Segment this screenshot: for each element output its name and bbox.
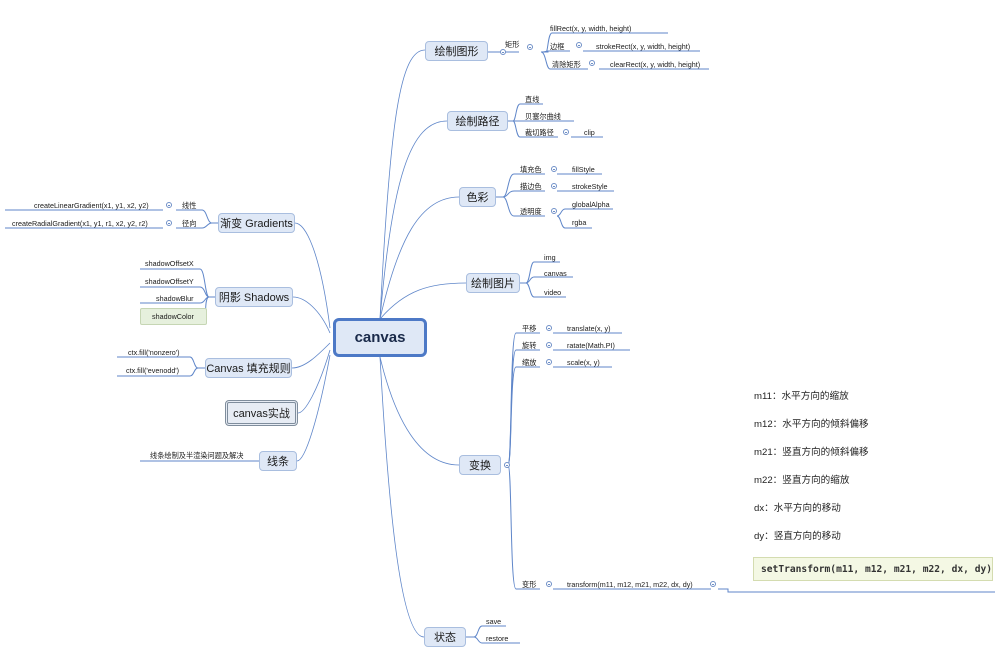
note-m12: m12：水平方向的倾斜偏移 <box>754 419 869 430</box>
node-clearrect: clearRect(x, y, width, height) <box>610 60 701 69</box>
collapse-icon[interactable] <box>589 60 595 66</box>
root-node-canvas[interactable]: canvas <box>333 318 427 357</box>
node-linear-gradient: createLinearGradient(x1, y1, x2, y2) <box>34 201 149 210</box>
collapse-icon[interactable] <box>563 129 569 135</box>
node-stroke-label: 描边色 <box>520 182 542 191</box>
collapse-icon[interactable] <box>576 42 582 48</box>
collapse-icon[interactable] <box>551 183 557 189</box>
node-shadow-blur: shadowBlur <box>156 294 194 303</box>
collapse-icon[interactable] <box>500 49 506 55</box>
node-rotate: ratate(Math.PI) <box>567 341 615 350</box>
branch-practice[interactable]: canvas实战 <box>225 400 298 426</box>
node-bezier: 贝塞尔曲线 <box>525 112 561 121</box>
trunk-curves <box>291 49 467 638</box>
node-restore: restore <box>486 634 509 643</box>
node-translate: translate(x, y) <box>567 324 611 333</box>
node-canvas: canvas <box>544 269 567 278</box>
collapse-icon[interactable] <box>546 342 552 348</box>
node-border: 边框 <box>550 42 565 51</box>
node-shadow-color-box <box>140 308 207 325</box>
node-save: save <box>486 617 502 626</box>
node-shadow-color: shadowColor <box>152 312 194 321</box>
note-m22: m22：竖直方向的缩放 <box>754 475 850 486</box>
shapes-links <box>488 32 709 70</box>
state-links <box>466 625 520 644</box>
note-m11: m11：水平方向的缩放 <box>754 391 849 402</box>
collapse-icon[interactable] <box>551 208 557 214</box>
rule-links <box>117 356 205 377</box>
collapse-icon[interactable] <box>546 325 552 331</box>
node-globalalpha: globalAlpha <box>572 200 610 209</box>
node-strokerect: strokeRect(x, y, width, height) <box>596 42 691 51</box>
node-shadow-y: shadowOffsetY <box>145 277 194 286</box>
collapse-icon[interactable] <box>551 166 557 172</box>
node-nonzero: ctx.fill('nonzero') <box>128 348 180 357</box>
branch-state[interactable]: 状态 <box>424 627 466 647</box>
transform-links <box>507 332 995 593</box>
collapse-icon[interactable] <box>546 581 552 587</box>
branch-draw-paths[interactable]: 绘制路径 <box>447 111 508 131</box>
shadow-links <box>140 268 215 317</box>
branch-transform[interactable]: 变换 <box>459 455 501 475</box>
node-scale-label: 缩放 <box>522 358 537 367</box>
node-scale: scale(x, y) <box>567 358 600 367</box>
collapse-icon[interactable] <box>546 359 552 365</box>
node-radial-gradient: createRadialGradient(x1, y1, r1, x2, y2,… <box>12 219 148 228</box>
node-fillstyle: fillStyle <box>572 165 595 174</box>
node-fill-label: 填充色 <box>520 165 542 174</box>
branch-lines[interactable]: 线条 <box>259 451 297 471</box>
node-line-desc: 线条绘制及半渲染问题及解决 <box>150 451 244 460</box>
code-settransform: setTransform(m11, m12, m21, m22, dx, dy) <box>753 557 993 581</box>
node-img: img <box>544 253 556 262</box>
image-links <box>520 261 573 298</box>
node-translate-label: 平移 <box>522 324 537 333</box>
node-rotate-label: 旋转 <box>522 341 537 350</box>
node-clip-label: 裁切路径 <box>525 128 554 137</box>
node-matrix-label: 变形 <box>522 580 537 589</box>
node-clear-label: 清除矩形 <box>552 60 581 69</box>
node-shadow-x: shadowOffsetX <box>145 259 194 268</box>
note-dy: dy：竖直方向的移动 <box>754 531 841 542</box>
color-links <box>496 173 614 229</box>
collapse-icon[interactable] <box>504 462 510 468</box>
gradient-links <box>5 209 218 229</box>
node-line: 直线 <box>525 95 540 104</box>
node-fillrect: fillRect(x, y, width, height) <box>550 24 632 33</box>
node-evenodd: ctx.fill('evenodd') <box>126 366 180 375</box>
node-matrix: transform(m11, m12, m21, m22, dx, dy) <box>567 580 693 589</box>
collapse-icon[interactable] <box>527 44 533 50</box>
node-clip: clip <box>584 128 595 137</box>
note-dx: dx：水平方向的移动 <box>754 503 841 514</box>
branch-draw-shapes[interactable]: 绘制图形 <box>425 41 488 61</box>
node-alpha-label: 透明度 <box>520 207 542 216</box>
node-video: video <box>544 288 562 297</box>
paths-links <box>508 103 603 138</box>
node-strokestyle: strokeStyle <box>572 182 608 191</box>
branch-draw-images[interactable]: 绘制图片 <box>466 273 520 293</box>
branch-shadows[interactable]: 阴影 Shadows <box>215 287 293 307</box>
node-linear-label: 线性 <box>182 201 197 210</box>
branch-gradients[interactable]: 渐变 Gradients <box>218 213 295 233</box>
branch-colors[interactable]: 色彩 <box>459 187 496 207</box>
collapse-icon[interactable] <box>710 581 716 587</box>
node-rect: 矩形 <box>505 40 520 49</box>
node-radial-label: 径向 <box>182 219 197 228</box>
note-m21: m21：竖直方向的倾斜偏移 <box>754 447 869 458</box>
branch-fill-rule[interactable]: Canvas 填充规则 <box>205 358 292 378</box>
collapse-icon[interactable] <box>166 202 172 208</box>
collapse-icon[interactable] <box>166 220 172 226</box>
node-rgba: rgba <box>572 218 587 227</box>
